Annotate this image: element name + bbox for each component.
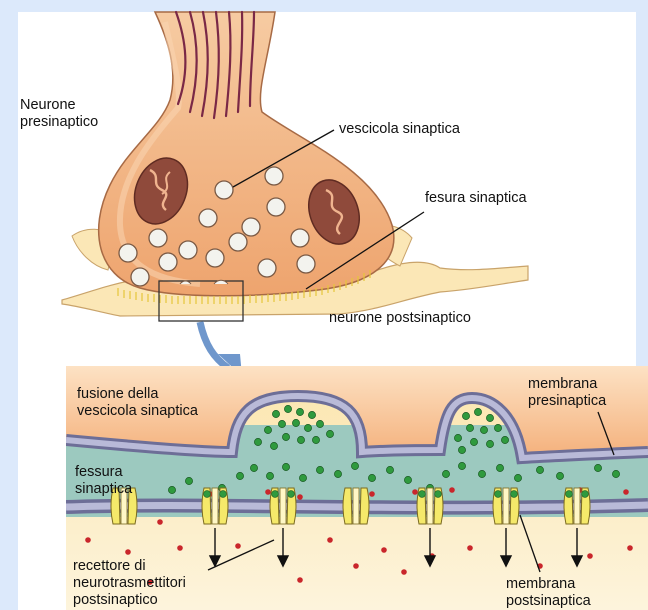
label-receptor: recettore di neurotrasmettitori postsina… — [73, 558, 186, 609]
receptor-channel — [493, 488, 519, 524]
receptor-channel — [564, 488, 590, 524]
receptor-channel — [202, 488, 228, 524]
label-synaptic-vesicle: vescicola sinaptica — [339, 121, 460, 138]
label-presynaptic-membrane: membrana presinaptica — [528, 376, 606, 410]
label-postsynaptic-neuron: neurone postsinaptico — [329, 310, 471, 327]
receptor-channel — [417, 488, 443, 524]
receptor-channel — [270, 488, 296, 524]
label-synaptic-cleft-bottom: fessura sinaptica — [75, 464, 132, 498]
label-synaptic-cleft-top: fesura sinaptica — [425, 190, 527, 207]
label-postsynaptic-membrane: membrana postsinaptica — [506, 576, 591, 610]
receptor-channel — [343, 488, 369, 524]
label-presynaptic-neuron: Neurone presinaptico — [20, 97, 98, 131]
label-vesicle-fusion: fusione della vescicola sinaptica — [77, 386, 198, 420]
